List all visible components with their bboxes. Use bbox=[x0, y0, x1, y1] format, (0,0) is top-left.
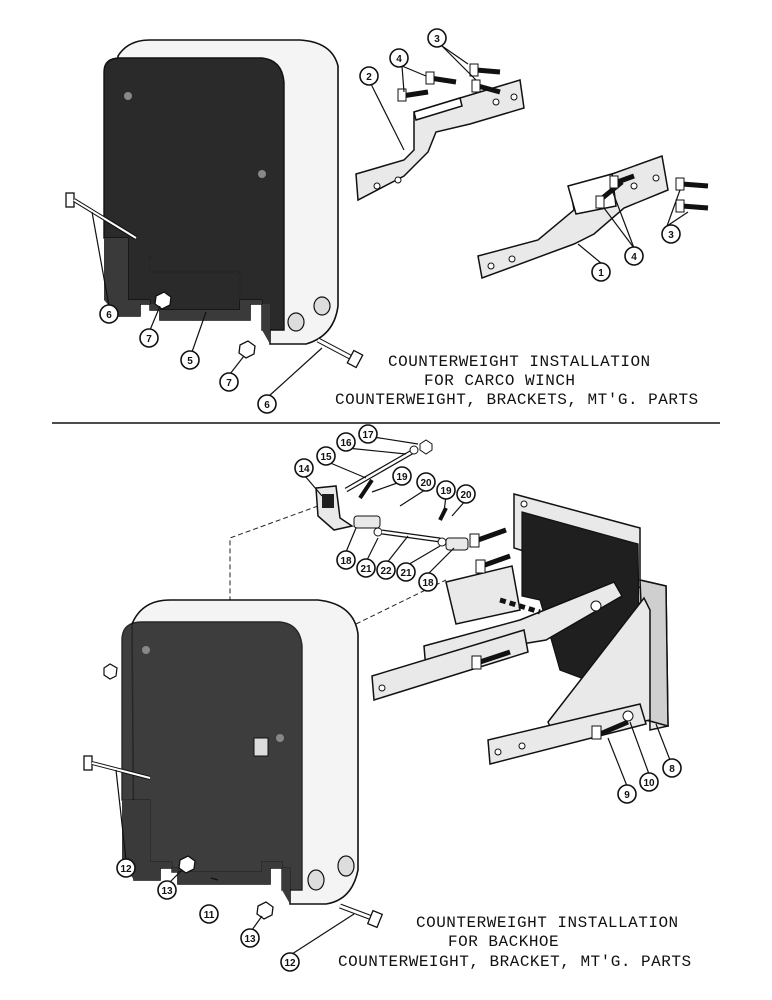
callouts-top: 1 2 3 3 4 4 5 6 6 7 7 bbox=[99, 28, 681, 414]
bolt-hole-icon bbox=[124, 92, 132, 100]
callout-12-a: 12 bbox=[116, 858, 136, 878]
callout-3-b: 3 bbox=[661, 224, 681, 244]
svg-text:18: 18 bbox=[422, 578, 434, 589]
nut-7-a bbox=[154, 291, 172, 310]
svg-text:13: 13 bbox=[244, 934, 256, 945]
svg-text:19: 19 bbox=[396, 472, 408, 483]
callout-19-a: 19 bbox=[392, 466, 412, 486]
svg-text:COUNTERWEIGHT, BRACKET, MT'G.: COUNTERWEIGHT, BRACKET, MT'G. PARTS bbox=[338, 953, 692, 971]
svg-text:20: 20 bbox=[420, 478, 432, 489]
pin-assembly bbox=[315, 439, 469, 551]
callout-11: 11 bbox=[199, 904, 219, 924]
svg-text:5: 5 bbox=[187, 356, 193, 367]
callout-4-b: 4 bbox=[624, 246, 644, 266]
svg-text:FOR BACKHOE: FOR BACKHOE bbox=[448, 933, 559, 951]
callout-3-a: 3 bbox=[427, 28, 447, 48]
bracket-8 bbox=[371, 493, 669, 765]
callout-9: 9 bbox=[617, 784, 637, 804]
svg-text:22: 22 bbox=[380, 566, 392, 577]
callout-8: 8 bbox=[662, 758, 682, 778]
svg-text:6: 6 bbox=[106, 310, 112, 321]
bolt-hole-icon bbox=[276, 734, 284, 742]
callout-18-b: 18 bbox=[418, 572, 438, 592]
callout-7-b: 7 bbox=[219, 372, 239, 392]
callout-10: 10 bbox=[639, 772, 659, 792]
callout-17: 17 bbox=[358, 424, 378, 444]
callout-5: 5 bbox=[180, 350, 200, 370]
bottom-assembly: 8 9 10 11 12 12 13 13 14 15 16 17 18 18 … bbox=[83, 424, 692, 972]
callout-4-a: 4 bbox=[389, 48, 409, 68]
callout-19-b: 19 bbox=[436, 480, 456, 500]
bolts-bracket-1 bbox=[595, 173, 709, 213]
caption-top: COUNTERWEIGHT INSTALLATION FOR CARCO WIN… bbox=[335, 353, 699, 409]
svg-text:13: 13 bbox=[161, 886, 173, 897]
bracket-2 bbox=[355, 79, 525, 202]
svg-text:12: 12 bbox=[120, 864, 132, 875]
svg-text:20: 20 bbox=[460, 490, 472, 501]
svg-text:9: 9 bbox=[624, 790, 630, 801]
callout-21-a: 21 bbox=[356, 558, 376, 578]
leaders-top bbox=[91, 45, 689, 397]
callout-20-b: 20 bbox=[456, 484, 476, 504]
svg-text:21: 21 bbox=[400, 568, 412, 579]
callouts-bottom: 8 9 10 11 12 12 13 13 14 15 16 17 18 18 … bbox=[116, 424, 682, 972]
callout-12-b: 12 bbox=[280, 952, 300, 972]
bracket-8-bolts bbox=[469, 527, 634, 740]
callout-13-a: 13 bbox=[157, 880, 177, 900]
svg-text:10: 10 bbox=[643, 778, 655, 789]
svg-text:COUNTERWEIGHT, BRACKETS, MT'G.: COUNTERWEIGHT, BRACKETS, MT'G. PARTS bbox=[335, 391, 699, 409]
svg-text:17: 17 bbox=[362, 430, 374, 441]
callout-15: 15 bbox=[316, 446, 336, 466]
callout-6-b: 6 bbox=[257, 394, 277, 414]
svg-text:COUNTERWEIGHT INSTALLATION: COUNTERWEIGHT INSTALLATION bbox=[388, 353, 651, 371]
svg-text:4: 4 bbox=[396, 54, 402, 65]
svg-text:11: 11 bbox=[204, 910, 215, 921]
callout-14: 14 bbox=[294, 458, 314, 478]
svg-text:4: 4 bbox=[631, 252, 637, 263]
svg-text:18: 18 bbox=[340, 556, 352, 567]
bolt-hole-icon bbox=[142, 646, 150, 654]
bolt-12-right bbox=[339, 903, 384, 929]
callout-16: 16 bbox=[336, 432, 356, 452]
caption-bottom: COUNTERWEIGHT INSTALLATION FOR BACKHOE C… bbox=[338, 914, 692, 971]
svg-text:19: 19 bbox=[440, 486, 452, 497]
callout-1: 1 bbox=[591, 262, 611, 282]
callout-13-b: 13 bbox=[240, 928, 260, 948]
svg-text:16: 16 bbox=[340, 438, 352, 449]
svg-text:7: 7 bbox=[146, 334, 152, 345]
svg-text:7: 7 bbox=[226, 378, 232, 389]
svg-text:12: 12 bbox=[284, 958, 296, 969]
callout-7-a: 7 bbox=[139, 328, 159, 348]
callout-21-b: 21 bbox=[396, 562, 416, 582]
bolt-hole-icon bbox=[258, 170, 266, 178]
svg-text:14: 14 bbox=[298, 464, 310, 475]
svg-text:3: 3 bbox=[668, 230, 674, 241]
callout-2: 2 bbox=[359, 66, 379, 86]
nut-13-a bbox=[178, 855, 196, 874]
bolt-12-left bbox=[83, 755, 151, 780]
top-assembly: 1 2 3 3 4 4 5 6 6 7 7 COUNTERWEIGHT INST… bbox=[65, 28, 709, 414]
bolts-bracket-2 bbox=[397, 63, 501, 102]
callout-6-a: 6 bbox=[99, 304, 119, 324]
nut-13-b bbox=[256, 901, 274, 920]
svg-text:15: 15 bbox=[320, 452, 332, 463]
svg-text:2: 2 bbox=[366, 72, 372, 83]
svg-text:1: 1 bbox=[598, 268, 604, 279]
nut-7-b bbox=[238, 340, 256, 359]
svg-text:COUNTERWEIGHT INSTALLATION: COUNTERWEIGHT INSTALLATION bbox=[416, 914, 679, 932]
svg-text:6: 6 bbox=[264, 400, 270, 411]
bolt-6-right bbox=[316, 337, 364, 369]
svg-text:3: 3 bbox=[434, 34, 440, 45]
callout-18-a: 18 bbox=[336, 550, 356, 570]
svg-text:8: 8 bbox=[669, 764, 675, 775]
svg-text:21: 21 bbox=[360, 564, 372, 575]
svg-text:FOR CARCO WINCH: FOR CARCO WINCH bbox=[424, 372, 576, 390]
callout-22: 22 bbox=[376, 560, 396, 580]
counterweight-top bbox=[103, 39, 339, 345]
callout-20-a: 20 bbox=[416, 472, 436, 492]
bolt-6-left bbox=[65, 192, 138, 240]
counterweight-bottom bbox=[103, 599, 359, 905]
